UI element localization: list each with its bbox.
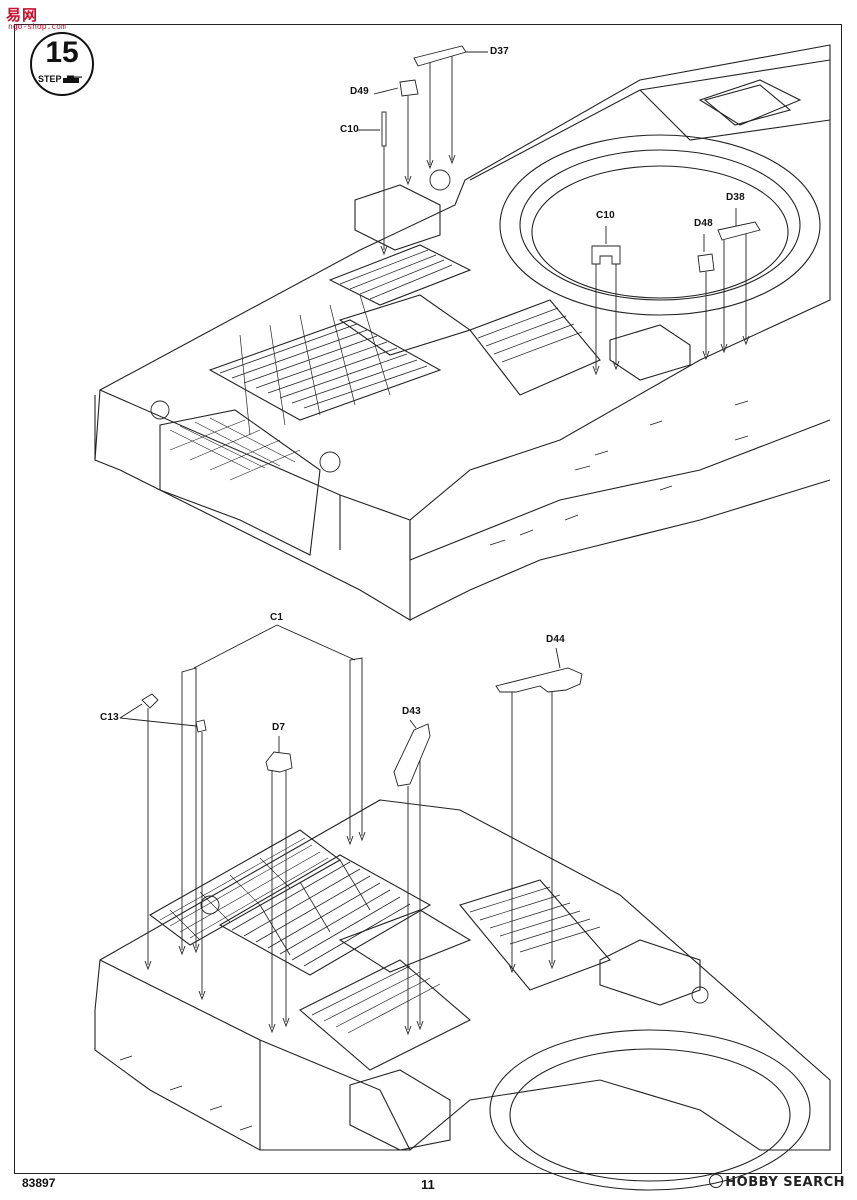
top-hull-assembly bbox=[94, 44, 831, 621]
label-c10-mid: C10 bbox=[596, 210, 615, 221]
tank-icon bbox=[63, 75, 82, 83]
label-c1: C1 bbox=[270, 612, 284, 623]
label-d49: D49 bbox=[350, 86, 369, 97]
top-callout-lines bbox=[358, 45, 761, 376]
watermark-logo: 易网 bbox=[6, 6, 39, 24]
label-d43: D43 bbox=[402, 706, 421, 717]
step-ring bbox=[30, 32, 94, 96]
label-c10-left: C10 bbox=[340, 124, 359, 135]
label-d7: D7 bbox=[272, 722, 286, 733]
label-d44: D44 bbox=[546, 634, 565, 645]
label-c13: C13 bbox=[100, 712, 119, 723]
product-code: 83897 bbox=[22, 1176, 56, 1190]
bottom-callout-lines bbox=[119, 624, 583, 1036]
label-d37: D37 bbox=[490, 46, 509, 57]
brand-text: HOBBY SEARCH bbox=[725, 1175, 845, 1190]
brand-watermark: HOBBY SEARCH bbox=[709, 1174, 845, 1190]
step-word: STEP bbox=[38, 74, 62, 84]
watermark-url: ngo-shop.com bbox=[8, 22, 66, 31]
page-number: 11 bbox=[421, 1177, 435, 1192]
page-frame bbox=[14, 24, 842, 1174]
bottom-hull-assembly bbox=[94, 799, 831, 1191]
step-number: 15 bbox=[45, 36, 79, 69]
label-d38: D38 bbox=[726, 192, 745, 203]
brand-logo-icon bbox=[709, 1174, 724, 1188]
step-badge: 15 STEP bbox=[30, 32, 94, 96]
label-d48: D48 bbox=[694, 218, 713, 229]
